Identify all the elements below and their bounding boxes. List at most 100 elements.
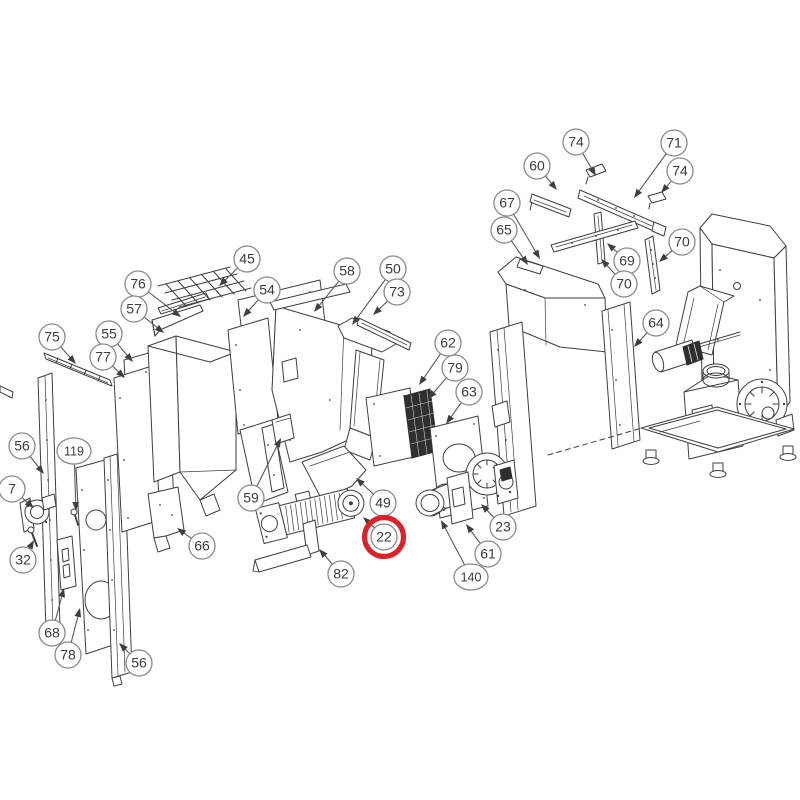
part-bracket-68 (56, 535, 77, 591)
callout-74[interactable]: 74 (562, 128, 590, 156)
callout-73[interactable]: 73 (383, 278, 411, 306)
callout-140[interactable]: 140 (453, 563, 489, 591)
balloon-number: 77 (95, 349, 111, 365)
callout-56[interactable]: 56 (8, 432, 36, 460)
balloon-circle (233, 245, 261, 273)
leader-arrow (26, 540, 34, 550)
balloon-circle (125, 649, 153, 677)
balloon-circle (493, 189, 521, 217)
part-bracket-66 (147, 486, 185, 553)
callout-60[interactable]: 60 (523, 152, 551, 180)
balloon-circle (8, 432, 36, 460)
leader-arrow (466, 524, 475, 534)
leader-arrow (419, 375, 427, 385)
balloon-circle (253, 276, 281, 304)
callout-62[interactable]: 62 (434, 329, 462, 357)
callout-61[interactable]: 61 (474, 540, 502, 568)
balloon-number: 119 (64, 445, 84, 459)
balloon-number: 73 (389, 284, 405, 300)
callout-76[interactable]: 76 (124, 270, 152, 298)
balloon-number: 45 (239, 251, 255, 267)
leader-arrow (446, 414, 455, 424)
balloon-number: 7 (8, 481, 16, 497)
callout-66[interactable]: 66 (188, 532, 216, 560)
callout-57[interactable]: 57 (120, 295, 148, 323)
balloon-number: 50 (385, 261, 401, 277)
balloon-number: 67 (499, 195, 515, 211)
balloon-number: 74 (672, 163, 688, 179)
callout-59[interactable]: 59 (237, 484, 265, 512)
callout-69[interactable]: 69 (613, 247, 641, 275)
part-mesh-screen (403, 388, 439, 459)
leader-arrow (243, 308, 252, 317)
callout-7[interactable]: 7 (0, 475, 26, 503)
balloon-number: 65 (496, 222, 512, 238)
callout-64[interactable]: 64 (642, 309, 670, 337)
leader-arrow (24, 499, 34, 508)
leader-arrow (314, 302, 323, 312)
leader-arrow (441, 520, 449, 530)
balloon-number: 63 (461, 384, 477, 400)
part-top-bracket-a (585, 163, 607, 185)
leader-arrow (532, 249, 540, 259)
leader-arrow (601, 259, 610, 268)
callout-119[interactable]: 119 (56, 437, 92, 465)
balloon-circle (434, 329, 462, 357)
balloon-number: 71 (666, 135, 682, 151)
part-hopper-bracket-57 (151, 304, 204, 337)
callout-54[interactable]: 54 (253, 276, 281, 304)
callout-70[interactable]: 70 (668, 228, 696, 256)
balloon-number: 56 (131, 655, 147, 671)
balloon-circle (441, 354, 469, 382)
balloon-number: 75 (44, 329, 60, 345)
leader-arrow (607, 243, 616, 252)
part-hood (497, 256, 608, 353)
balloon-circle (474, 540, 502, 568)
callout-49[interactable]: 49 (369, 489, 397, 517)
balloon-circle (237, 484, 265, 512)
balloon-circle (9, 546, 37, 574)
part-screw-32 (27, 526, 38, 547)
callout-56[interactable]: 56 (125, 649, 153, 677)
callout-77[interactable]: 77 (89, 343, 117, 371)
callout-65[interactable]: 65 (490, 216, 518, 244)
leader-arrow (634, 338, 643, 347)
balloon-number: 140 (461, 571, 482, 585)
callout-67[interactable]: 67 (493, 189, 521, 217)
callout-78[interactable]: 78 (54, 641, 82, 669)
callout-70[interactable]: 70 (610, 270, 638, 298)
callout-58[interactable]: 58 (333, 257, 361, 285)
balloon-number: 70 (616, 276, 632, 292)
leader-arrow (373, 306, 382, 315)
leader-arrow (352, 315, 361, 325)
balloon-circle (490, 216, 518, 244)
callout-23[interactable]: 23 (489, 513, 517, 541)
callout-75[interactable]: 75 (38, 323, 66, 351)
callout-74[interactable]: 74 (666, 157, 694, 185)
balloon-circle (666, 157, 694, 185)
balloon-circle (89, 343, 117, 371)
callout-63[interactable]: 63 (455, 378, 483, 406)
callout-32[interactable]: 32 (9, 546, 37, 574)
callout-45[interactable]: 45 (233, 245, 261, 273)
callout-50[interactable]: 50 (379, 255, 407, 283)
leader-arrow (363, 517, 372, 526)
balloon-circle (523, 152, 551, 180)
part-edge-rail-stub (0, 385, 14, 399)
callout-71[interactable]: 71 (660, 129, 688, 157)
part-blower-scroll-23 (465, 452, 519, 505)
balloon-circle (333, 257, 361, 285)
callout-55[interactable]: 55 (95, 320, 123, 348)
balloon-number: 61 (480, 546, 496, 562)
callout-22[interactable]: 22 (361, 514, 407, 560)
balloon-number: 79 (447, 360, 463, 376)
balloon-number: 82 (333, 566, 349, 582)
balloon-circle (453, 563, 489, 591)
leader-arrow (548, 180, 557, 190)
callout-79[interactable]: 79 (441, 354, 469, 382)
balloon-circle (38, 619, 66, 647)
callout-68[interactable]: 68 (38, 619, 66, 647)
callout-82[interactable]: 82 (327, 560, 355, 588)
balloon-circle (383, 278, 411, 306)
